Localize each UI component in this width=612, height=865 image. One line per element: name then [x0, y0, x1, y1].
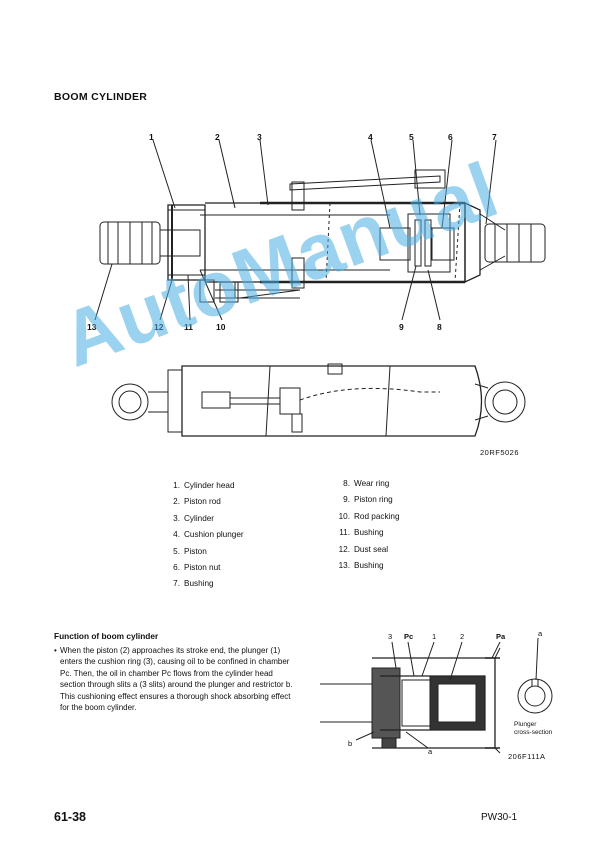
part-item: 2.Piston rod — [173, 497, 221, 507]
part-item: 8.Wear ring — [343, 479, 390, 488]
part-item: 5.Piston — [173, 546, 207, 556]
part-item: 11.Bushing — [339, 528, 384, 538]
callout-10: 10 — [216, 322, 226, 332]
part-item: 4.Cushion plunger — [173, 530, 244, 540]
cushion-detail-figure: 3 Pc 1 2 Pa a b a Plunger cross-section — [320, 629, 553, 756]
callout-7: 7 — [492, 132, 497, 142]
parts-list-right: 8.Wear ring 9.Piston ring 10.Rod packing… — [336, 476, 400, 574]
detail-label-a: a — [428, 747, 433, 756]
callout-8: 8 — [437, 322, 442, 332]
callout-1: 1 — [149, 132, 154, 142]
detail-label-2: 2 — [460, 632, 464, 641]
function-text: When the piston (2) approaches its strok… — [60, 646, 293, 713]
callout-13: 13 — [87, 322, 97, 332]
parts-list-left: 1.Cylinder head 2.Piston rod 3.Cylinder … — [166, 478, 244, 593]
callout-6: 6 — [448, 132, 453, 142]
bullet: • — [54, 646, 57, 655]
plunger-caption-2: cross-section — [514, 729, 553, 736]
figure-code-1: 20RF5026 — [480, 448, 520, 457]
page-number: 61-38 — [54, 810, 86, 824]
bottom-eye-bushing — [484, 223, 546, 263]
boom-cylinder-figure: 1 2 3 4 5 6 7 13 12 11 10 9 8 — [87, 132, 546, 437]
detail-label-b: b — [348, 739, 352, 748]
function-heading: Function of boom cylinder — [54, 631, 159, 641]
plunger-caption-1: Plunger — [514, 721, 537, 728]
piston-block — [407, 213, 451, 273]
callout-5: 5 — [409, 132, 414, 142]
part-item: 1.Cylinder head — [173, 481, 235, 490]
model-code: PW30-1 — [481, 812, 518, 823]
callout-3: 3 — [257, 132, 262, 142]
part-item: 12.Dust seal — [338, 544, 389, 554]
detail-label-pa: Pa — [496, 632, 506, 641]
rod-eye — [111, 383, 149, 421]
upper-pipe — [289, 175, 441, 191]
detail-label-3: 3 — [388, 632, 392, 641]
cushion-plunger — [379, 227, 411, 261]
callout-11: 11 — [184, 322, 193, 332]
callout-labels: 1 2 3 4 5 6 7 13 12 11 10 9 8 — [87, 132, 497, 332]
part-item: 10.Rod packing — [338, 511, 400, 521]
figure-code-2: 206F111A — [508, 752, 546, 761]
part-item: 6.Piston nut — [173, 563, 221, 573]
part-item: 9.Piston ring — [343, 495, 393, 505]
piston-nut — [431, 227, 455, 261]
callout-12: 12 — [154, 322, 164, 332]
part-item: 7.Bushing — [173, 579, 214, 589]
callout-9: 9 — [399, 322, 404, 332]
part-item: 13.Bushing — [338, 561, 384, 571]
callout-2: 2 — [215, 132, 220, 142]
cylinder-outline-external — [181, 365, 483, 437]
bottom-eye — [484, 381, 526, 423]
part-item: 3.Cylinder — [173, 513, 215, 523]
callout-4: 4 — [368, 132, 373, 142]
piston-rod-outline — [200, 214, 390, 271]
function-body: • When the piston (2) approaches its str… — [54, 645, 299, 713]
detail-label-a-top: a — [538, 629, 543, 638]
detail-label-1: 1 — [432, 632, 436, 641]
page-title: BOOM CYLINDER — [54, 91, 148, 103]
detail-label-pc: Pc — [404, 632, 413, 641]
